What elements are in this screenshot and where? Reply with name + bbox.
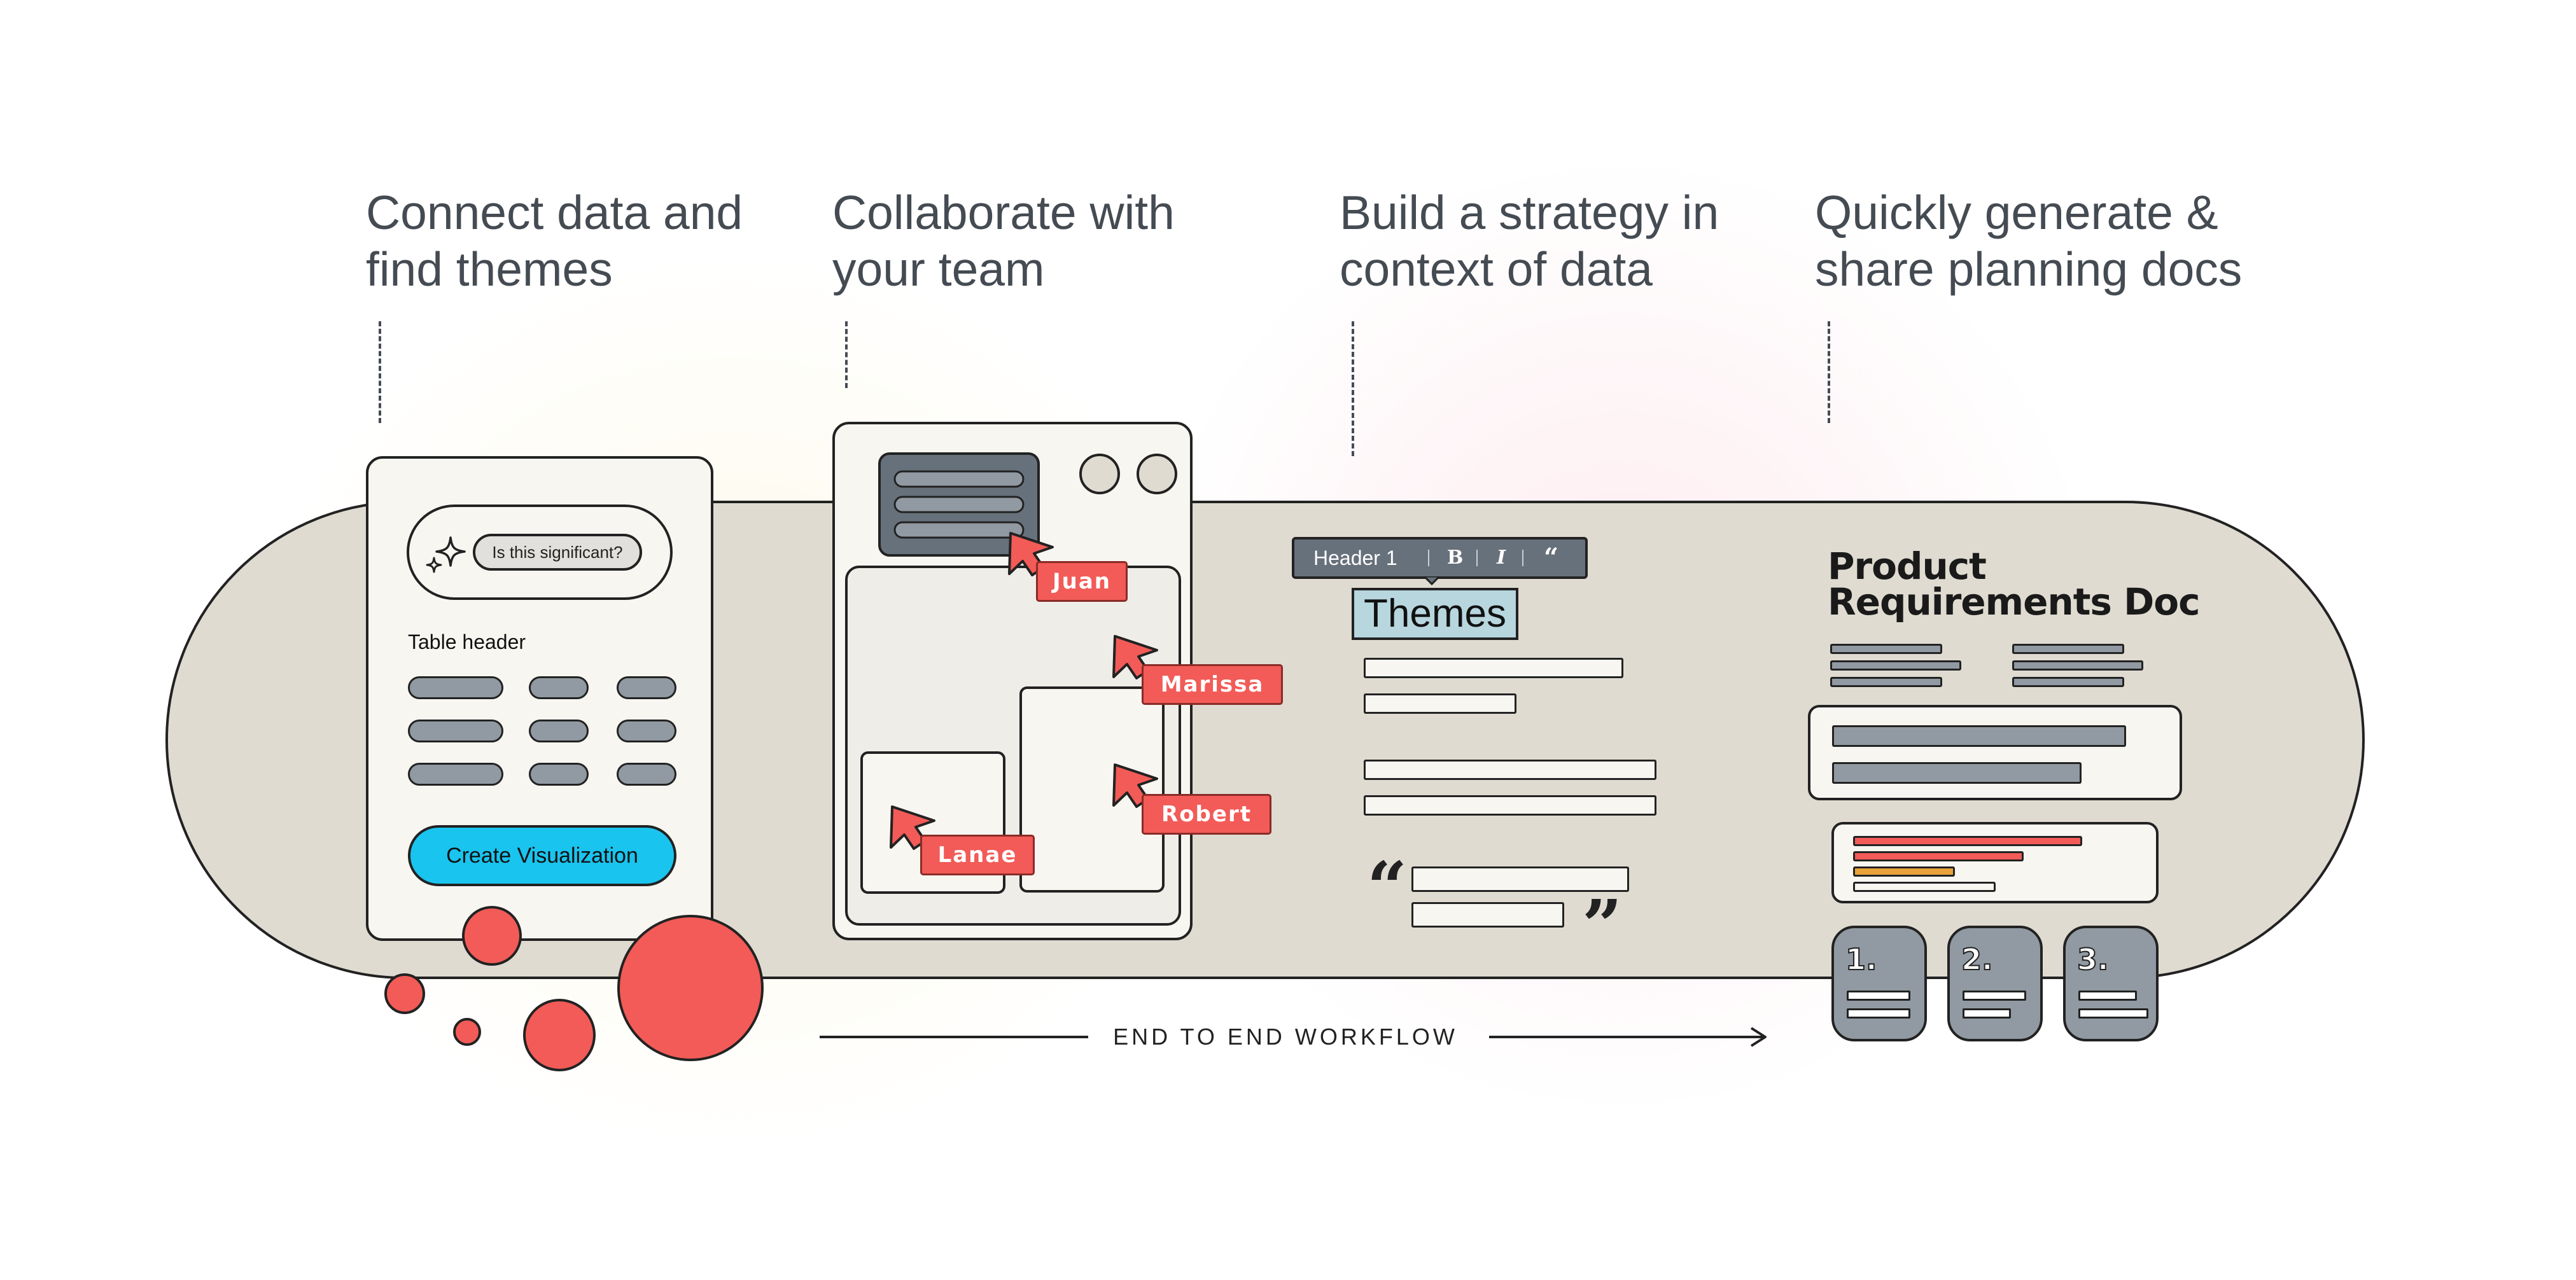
collaborator-tag-robert: Robert xyxy=(1142,794,1271,835)
step-number: 2. xyxy=(1961,942,1994,977)
doc-meta-line xyxy=(2012,677,2124,687)
collaborator-tag-juan: Juan xyxy=(1036,561,1128,602)
metric-line xyxy=(1853,866,1955,877)
text-line xyxy=(1364,795,1656,816)
quote-line xyxy=(1411,866,1629,892)
table-cell-pill xyxy=(617,676,676,699)
format-toolbar: Header 1 B I “ xyxy=(1292,537,1588,579)
summary-line xyxy=(1832,725,2126,747)
connector-line-3 xyxy=(1352,321,1354,456)
open-quote-mark: “ xyxy=(1367,846,1408,928)
cursor-icon-lanae xyxy=(890,805,935,850)
step-line xyxy=(1963,1008,2011,1019)
quote-line xyxy=(1411,902,1564,928)
table-cell-pill xyxy=(408,763,503,786)
toolbar-divider xyxy=(1476,550,1478,566)
doc-meta-line xyxy=(1830,677,1942,687)
doc-meta-line xyxy=(2012,660,2143,671)
step-number: 3. xyxy=(2076,942,2110,977)
table-cell-pill xyxy=(529,676,589,699)
bubble-decoration xyxy=(384,973,425,1014)
metric-line xyxy=(1853,836,2082,846)
step-line xyxy=(1963,991,2026,1001)
workflow-label: END TO END WORKFLOW xyxy=(1113,1024,1458,1050)
heading-generate-docs: Quickly generate &share planning docs xyxy=(1815,186,2243,296)
bubble-decoration xyxy=(617,915,764,1061)
connector-line-4 xyxy=(1828,321,1830,423)
create-visualization-button[interactable]: Create Visualization xyxy=(408,825,676,886)
collaborator-tag-marissa: Marissa xyxy=(1142,664,1283,705)
summary-line xyxy=(1832,762,2082,784)
step-line xyxy=(2078,991,2137,1001)
step-number: 1. xyxy=(1845,942,1878,977)
table-header-label: Table header xyxy=(408,630,526,653)
table-cell-pill xyxy=(617,720,676,742)
close-quote-mark: ” xyxy=(1582,884,1623,966)
sparkle-icon xyxy=(426,536,466,573)
toolbar-divider xyxy=(1522,550,1523,566)
collaborator-tag-lanae: Lanae xyxy=(920,835,1035,875)
summary-block xyxy=(1808,705,2182,800)
text-line xyxy=(1364,693,1516,714)
doc-meta-line xyxy=(1830,644,1942,654)
style-dropdown[interactable]: Header 1 xyxy=(1313,546,1397,569)
table-cell-pill xyxy=(529,720,589,742)
connect-data-card: Is this significant? Table header Create… xyxy=(366,456,713,941)
ai-question-chip[interactable]: Is this significant? xyxy=(473,534,642,571)
bubble-decoration xyxy=(453,1018,481,1046)
step-card-2: 2. xyxy=(1947,926,2043,1041)
step-card-1: 1. xyxy=(1831,926,1927,1041)
ai-prompt-bar[interactable]: Is this significant? xyxy=(407,504,673,600)
text-line xyxy=(1364,658,1623,678)
table-cell-pill xyxy=(617,763,676,786)
metric-line xyxy=(1853,851,2024,861)
themes-heading[interactable]: Themes xyxy=(1352,588,1518,640)
table-cell-pill xyxy=(529,763,589,786)
quote-button[interactable]: “ xyxy=(1544,543,1559,573)
table-cell-pill xyxy=(408,720,503,742)
step-line xyxy=(1847,991,1910,1001)
toolbar-pointer xyxy=(1424,576,1439,585)
bold-button[interactable]: B xyxy=(1447,546,1464,569)
italic-button[interactable]: I xyxy=(1497,546,1506,569)
table-cell-pill xyxy=(408,676,503,699)
bubble-decoration xyxy=(462,906,522,966)
step-line xyxy=(2078,1008,2148,1019)
connector-line-2 xyxy=(845,321,848,388)
metrics-block xyxy=(1831,822,2159,903)
metric-line xyxy=(1853,882,1996,892)
bubble-decoration xyxy=(523,999,596,1071)
doc-meta-line xyxy=(1830,660,1961,671)
text-line xyxy=(1364,760,1656,780)
step-card-3: 3. xyxy=(2063,926,2159,1041)
doc-meta-line xyxy=(2012,644,2124,654)
toolbar-divider xyxy=(1428,550,1429,566)
step-line xyxy=(1847,1008,1910,1019)
connector-line-1 xyxy=(379,321,381,423)
